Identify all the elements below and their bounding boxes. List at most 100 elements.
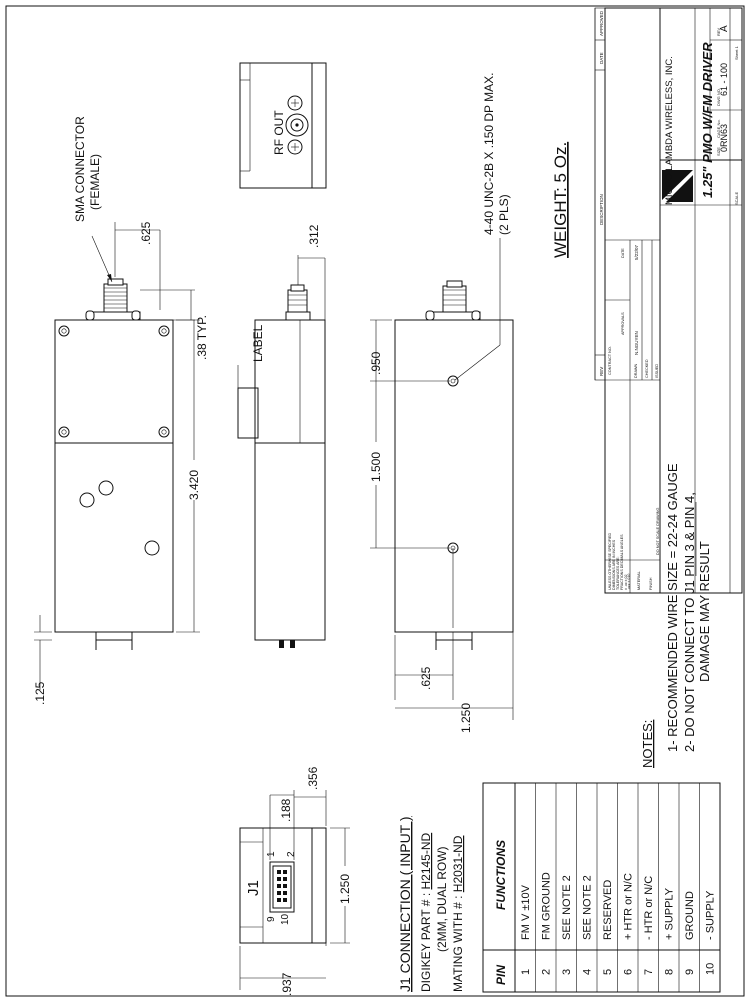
tolerance-line: .xxx ±.010	[627, 574, 631, 590]
pin-function: - SUPPLY	[704, 890, 716, 940]
company-name: MICRO LAMBDA WIRELESS, INC.	[664, 56, 675, 205]
pin-function: GROUND	[684, 891, 696, 940]
label-callout: LABEL	[251, 324, 265, 362]
rev-header: REV	[599, 367, 604, 376]
dim-38-typ: .38 TYP.	[195, 315, 209, 360]
pin-function: - HTR or N/C	[643, 876, 655, 940]
label-area	[237, 387, 259, 439]
pin-10-marker: 10	[280, 913, 291, 925]
drawn-label: DRAWN	[634, 364, 638, 378]
screw-icon	[58, 325, 70, 337]
pin-number: 6	[622, 969, 634, 975]
tolerance-line: ± .xx ±.02	[624, 574, 628, 590]
tolerance-line: DIMENSIONS ARE IN INCHES	[612, 539, 616, 590]
pin-table-row: 7- HTR or N/C	[637, 783, 655, 992]
functions-header: FUNCTIONS	[494, 840, 508, 910]
drawing-title: 1.25" PMO W/FM DRIVER	[700, 42, 715, 198]
j1-connector-icon	[269, 861, 295, 913]
screw-icon	[58, 426, 70, 438]
dim-125: .125	[33, 681, 47, 705]
tolerance-line: TOLERANCES ARE:	[616, 557, 620, 591]
mating-line: MATING WITH # : H2031-ND	[451, 835, 465, 992]
side-view-body	[254, 319, 326, 641]
notes-title: NOTES:	[640, 720, 655, 768]
pin-number: 9	[684, 969, 696, 975]
digikey-prefix: DIGIKEY PART # :	[419, 890, 433, 993]
digikey-line: DIGIKEY PART # : H2145-ND	[419, 832, 433, 992]
dim-1250-bottom: 1.250	[459, 703, 473, 733]
pin-2-marker: 2	[286, 851, 297, 857]
tolerance-line: UNLESS OTHERWISE SPECIFIED	[608, 533, 612, 590]
dim-950: .950	[369, 351, 383, 375]
pin-number: 3	[561, 969, 573, 975]
note-2: 2- DO NOT CONNECT TO J1 PIN 3 & PIN 4,	[682, 492, 697, 752]
checked-label: CHECKED	[645, 359, 649, 378]
approved-header: APPROVED	[599, 10, 604, 36]
rf-out-end-view: RF OUT	[239, 62, 327, 189]
pin-function: + HTR or N/C	[622, 873, 634, 940]
pin-table-row: 8 + SUPPLY	[658, 783, 675, 992]
rf-out-label: RF OUT	[272, 110, 286, 155]
pin-function: + SUPPLY	[663, 887, 675, 940]
dim-625-top: .625	[139, 221, 153, 245]
bottom-view: 4-40 UNC-2B X .150 DP MAX. (2 PLS) .950 …	[369, 72, 514, 733]
approvals-label: APPROVALS	[621, 312, 625, 335]
dim-1500: 1.500	[369, 452, 383, 482]
rev-value: A	[719, 25, 730, 32]
dim-3420: 3.420	[187, 470, 201, 500]
weight-label: WEIGHT: 5 Oz.	[551, 142, 570, 258]
drawn-by: N.NGUYEN	[634, 331, 639, 355]
j1-label: J1	[245, 880, 262, 896]
pin-table-row: 1FM V ±10V	[520, 884, 532, 975]
tap-callout: 4-40 UNC-2B X .150 DP MAX.	[482, 72, 496, 235]
pin-number: 4	[581, 969, 593, 975]
tap-callout-sub: (2 PLS)	[497, 194, 511, 235]
pin-function: FM GROUND	[540, 872, 552, 940]
contract-label: CONTRACT NO.	[608, 346, 612, 375]
digikey-part: H2145-ND	[419, 832, 433, 889]
dim-356: .356	[306, 766, 320, 790]
j1-end-view: J1 1 2 9 10 .188 .356 1.250	[239, 766, 352, 996]
date-header: DATE	[599, 52, 604, 64]
pin-number: 2	[540, 969, 552, 975]
issued-label: ISSUED	[655, 364, 659, 378]
pin-number: 8	[663, 969, 675, 975]
cage-number: 0RN63	[719, 124, 729, 152]
sheet-label: Sheet 1	[734, 45, 739, 60]
dim-625-bottom: .625	[419, 666, 433, 690]
pin-9-marker: 9	[266, 916, 277, 922]
drawn-date: 5/22/07	[634, 244, 639, 260]
dwg-number: 61 - 100	[719, 63, 729, 96]
sma-connector-icon	[425, 280, 481, 321]
tolerance-line: FRACTIONS DECIMALS ANGLES	[620, 534, 624, 590]
screw-icon	[158, 325, 170, 337]
cage-label: CAGE No.	[716, 119, 721, 138]
title-block: MICRO LAMBDA WIRELESS, INC. 1.25" PMO W/…	[604, 7, 743, 594]
dim-937: .937	[280, 972, 294, 996]
mating-prefix: MATING WITH # :	[451, 892, 465, 992]
revision-block: REV DESCRIPTION DATE APPROVED	[594, 7, 606, 593]
date-label: DATE	[621, 248, 625, 258]
top-view: SMA CONNECTOR (FEMALE) .625 .38 TYP. 3.4…	[33, 116, 209, 705]
dim-188: .188	[279, 798, 293, 822]
j1-connection-info: J1 CONNECTION ( INPUT ) DIGIKEY PART # :…	[397, 816, 465, 992]
sma-connector-icon	[285, 284, 311, 321]
sma-connector-sub: (FEMALE)	[88, 154, 102, 210]
company-logo-icon	[662, 170, 693, 202]
pin-table-row: 6 + HTR or N/C	[617, 783, 634, 992]
pin-table-row: 9 GROUND	[678, 783, 696, 992]
pin-1-marker: 1	[266, 851, 277, 857]
notes: NOTES: 1- RECOMMENDED WIRE SIZE = 22-24 …	[640, 463, 712, 768]
scale-label: SCALE	[734, 192, 739, 205]
finish-label: FINISH	[649, 577, 653, 590]
description-header: DESCRIPTION	[599, 194, 604, 225]
top-view-body	[54, 319, 174, 633]
pin-number: 10	[704, 963, 716, 975]
dim-312: .312	[307, 224, 321, 248]
j1-connection-title: J1 CONNECTION ( INPUT )	[397, 816, 413, 992]
